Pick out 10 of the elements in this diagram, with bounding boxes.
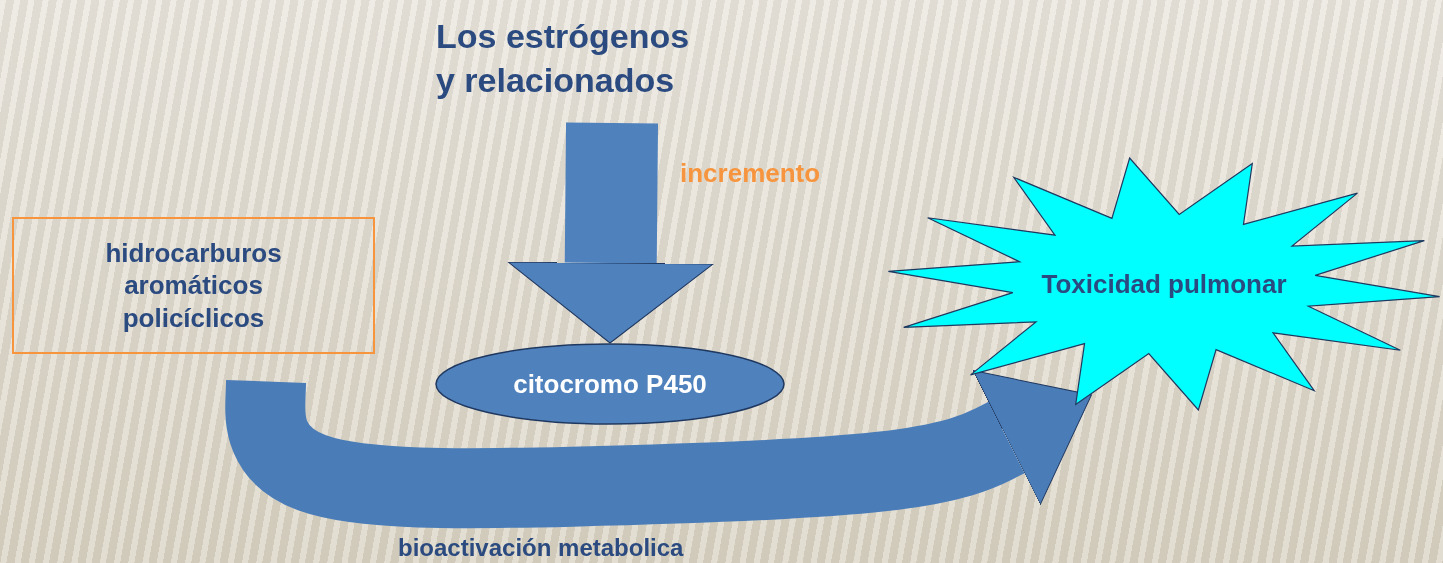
node-text: Toxicidad pulmonar bbox=[1041, 267, 1287, 301]
edge-label: bioactivación metabolica bbox=[398, 534, 684, 562]
node-text: Los estrógenos y relacionados bbox=[436, 15, 691, 101]
text-box bbox=[12, 217, 375, 354]
node-text: citocromo P450 bbox=[513, 367, 707, 401]
starburst-node bbox=[885, 155, 1443, 413]
block-arrow bbox=[507, 122, 714, 344]
edge-label: incremento bbox=[680, 158, 821, 189]
node-text: hidrocarburos aromáticos policíclicos bbox=[104, 236, 283, 335]
ellipse-node bbox=[435, 343, 785, 425]
